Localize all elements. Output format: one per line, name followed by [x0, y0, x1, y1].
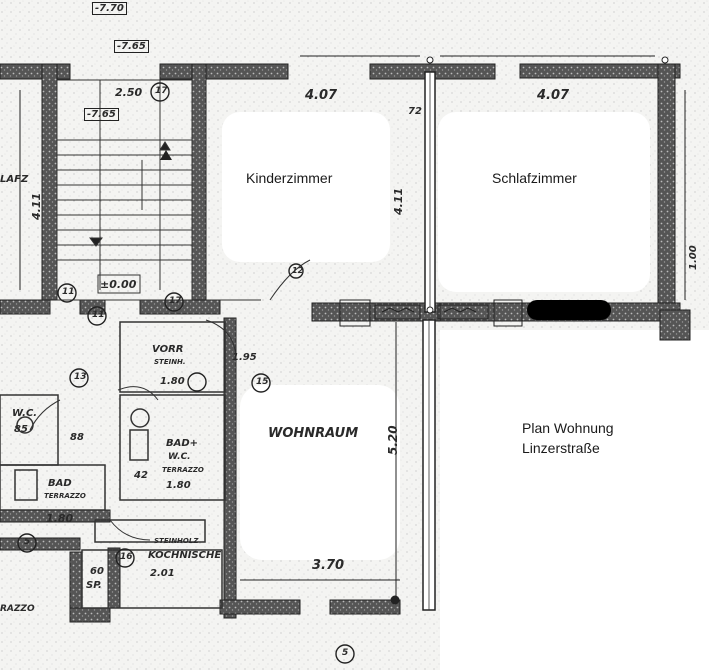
- room-label-schrank: SP.: [86, 580, 102, 591]
- room-label-bad-floor: TERRAZZO: [44, 492, 86, 500]
- redaction-bar: [527, 300, 611, 320]
- dim-sp-60: 60: [90, 566, 104, 577]
- dim-kinder-width: 4.07: [305, 88, 338, 103]
- plan-title-line1: Plan Wohnung: [522, 420, 614, 436]
- dim-stair-elevation-2: -7.65: [114, 40, 149, 53]
- marker-7: 5: [342, 648, 349, 658]
- room-label-schlafzimmer: Schlafzimmer: [492, 170, 577, 186]
- marker-4: 15: [256, 377, 269, 387]
- room-label-kochnische: KOCHNISCHE: [148, 550, 222, 561]
- dim-wc-height: 88: [70, 432, 84, 443]
- dim-schlaf-width: 4.07: [537, 88, 570, 103]
- dim-koch-depth: 2.01: [150, 568, 175, 579]
- dim-right-height: 1.00: [688, 245, 699, 270]
- circle-markers: [17, 82, 355, 664]
- dim-left-height: 4.11: [30, 192, 43, 220]
- marker-3: 13: [74, 372, 87, 382]
- dim-top-elevation: -7.70: [92, 2, 127, 15]
- dim-vorr-depth: 1.95: [232, 352, 257, 363]
- marker-6: 5: [24, 537, 31, 547]
- room-label-bad: BAD: [48, 478, 72, 489]
- wohnraum-area: [240, 385, 400, 560]
- plan-title: Plan Wohnung Linzerstraße: [522, 418, 614, 458]
- marker-10: 17: [169, 296, 182, 306]
- dim-wall-42: 42: [134, 470, 148, 481]
- right-blank-area: [440, 330, 709, 670]
- dim-kinder-height: 4.11: [392, 187, 405, 215]
- kinderzimmer-area: [222, 112, 390, 262]
- schlafzimmer-area: [438, 112, 650, 292]
- marker-1: 17: [155, 86, 168, 96]
- dim-vorr-width: 1.80: [160, 376, 185, 387]
- dim-wohn-width: 3.70: [312, 558, 345, 573]
- room-label-bad-wc: BAD+: [166, 438, 199, 449]
- dim-stair-width: 2.50: [115, 86, 143, 99]
- marker-8: 12: [292, 266, 304, 275]
- room-label-kinderzimmer: Kinderzimmer: [246, 170, 333, 186]
- dim-wohn-height: 5.20: [386, 425, 400, 455]
- marker-5: 16: [120, 552, 133, 562]
- window-strip: [339, 299, 523, 327]
- staircase: [56, 79, 193, 301]
- dim-bad-width: 1.80: [46, 512, 74, 525]
- room-label-wohnraum: WOHNRAUM: [268, 426, 359, 441]
- room-label-lafz: LAFZ: [0, 174, 29, 185]
- dimension-ticks: [19, 55, 686, 605]
- dim-wc-width: 85: [14, 424, 28, 435]
- arrow-up-icon: [160, 150, 172, 160]
- dim-wall-72: 72: [408, 106, 422, 117]
- dim-bad-height: 1.80: [166, 480, 191, 491]
- marker-9: 11: [92, 310, 105, 320]
- service-rooms: [0, 321, 226, 609]
- dim-stair-elevation: -7.65: [84, 108, 119, 121]
- room-label-kochnische-floor: STEINHOLZ: [154, 537, 199, 545]
- room-label-vorraum-floor: STEINH.: [154, 358, 186, 366]
- room-label-bad-wc-floor: TERRAZZO: [162, 466, 204, 474]
- room-label-vorraum: VORR: [152, 344, 184, 355]
- plan-title-line2: Linzerstraße: [522, 440, 600, 456]
- marker-2: 11: [62, 287, 75, 297]
- floor-level-label: ±0.00: [100, 278, 137, 291]
- room-label-wc: W.C.: [12, 408, 38, 419]
- room-label-razzo: RAZZO: [0, 604, 35, 614]
- room-label-bad-wc-2: W.C.: [168, 452, 191, 462]
